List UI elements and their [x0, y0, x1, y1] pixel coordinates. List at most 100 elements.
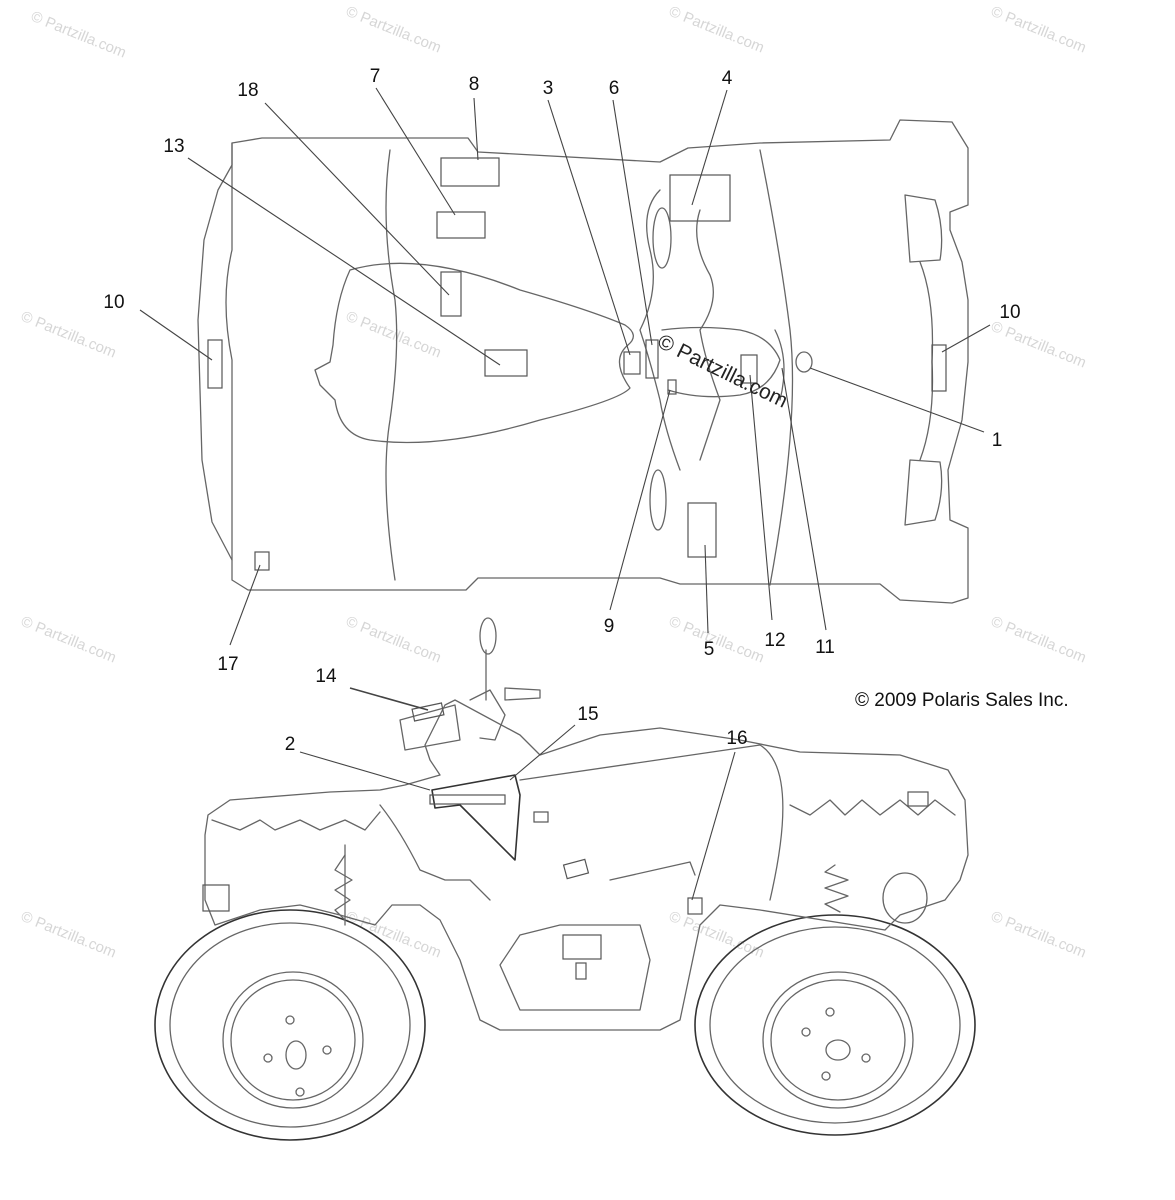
- leader-8: [473, 97, 479, 161]
- rear-fender-edge: [225, 142, 233, 561]
- watermark: © Partzilla.com: [19, 613, 119, 667]
- watermark: © Partzilla.com: [344, 613, 444, 667]
- footwell-decal: [562, 934, 602, 960]
- front-bumper-light: [882, 872, 928, 924]
- callout-3: 3: [543, 78, 554, 99]
- leader-18: [264, 102, 450, 296]
- decal-3: [623, 351, 641, 375]
- leader-12: [749, 374, 773, 621]
- leader-4: [691, 89, 728, 206]
- taillight: [202, 884, 230, 912]
- copyright-notice: © 2009 Polaris Sales Inc.: [855, 690, 1069, 711]
- handlebar-right: [696, 209, 721, 461]
- leader-9: [609, 389, 671, 611]
- side-mirror: [479, 617, 497, 655]
- leader-6: [612, 99, 653, 346]
- decal-18: [440, 271, 462, 317]
- rear-rack: [211, 811, 381, 831]
- callout-7: 7: [370, 66, 381, 87]
- side-vent-lower: [562, 858, 590, 880]
- watermark: © Partzilla.com: [667, 3, 767, 57]
- seat-outline: [314, 262, 634, 444]
- decal-4: [669, 174, 731, 222]
- callout-4: 4: [722, 68, 733, 89]
- front-rack: [789, 799, 956, 816]
- leader-16: [691, 751, 736, 901]
- side-vent-upper: [533, 811, 549, 823]
- watermark: © Partzilla.com: [19, 908, 119, 962]
- decal-12: [740, 354, 758, 384]
- decal-15: [429, 794, 506, 805]
- mirror-right: [649, 469, 667, 531]
- front-console: [774, 329, 785, 401]
- watermark: © Partzilla.com: [989, 613, 1089, 667]
- fuel-tank: [661, 326, 781, 398]
- callout-13: 13: [163, 136, 184, 157]
- side-panel-decal: [431, 774, 521, 861]
- callout-8: 8: [469, 74, 480, 95]
- leader-10-rear: [139, 309, 213, 361]
- front-shock: [824, 864, 849, 913]
- decal-13: [484, 349, 528, 377]
- callout-11: 11: [815, 637, 835, 658]
- watermark: © Partzilla.com: [667, 908, 767, 962]
- leader-15: [509, 724, 576, 781]
- watermark: © Partzilla.com: [667, 613, 767, 667]
- watermark: © Partzilla.com: [989, 318, 1089, 372]
- decal-10-front: [931, 344, 947, 392]
- headlight-pod: [399, 704, 461, 751]
- atv-top-view: [139, 87, 991, 646]
- callout-6: 6: [609, 78, 620, 99]
- handlebar-side: [469, 689, 506, 741]
- leader-13: [187, 157, 501, 366]
- top-body-outline: [197, 119, 969, 604]
- callout-labels: 8 7 18 13 3 6 4 10 10 1 9 5 12 11 17 14 …: [103, 66, 1020, 755]
- fuel-cap: [795, 351, 813, 373]
- callout-15: 15: [577, 704, 598, 725]
- front-rack: [919, 261, 934, 461]
- rear-rack-line: [385, 149, 398, 581]
- callout-16: 16: [726, 728, 747, 749]
- decal-8: [440, 157, 500, 187]
- leader-2: [299, 751, 431, 791]
- front-rack-decal: [907, 791, 929, 807]
- callout-1: 1: [992, 430, 1003, 451]
- front-body-line: [759, 149, 794, 586]
- decal-14: [411, 702, 445, 722]
- watermark: © Partzilla.com: [344, 308, 444, 362]
- callout-17: 17: [217, 654, 238, 675]
- rear-fender: [379, 804, 491, 901]
- decal-9: [667, 379, 677, 395]
- footwell: [499, 924, 651, 1011]
- decal-6: [645, 339, 659, 379]
- watermark: © Partzilla.com: [29, 8, 129, 62]
- callout-2: 2: [285, 734, 296, 755]
- leader-11: [781, 367, 827, 631]
- watermark: © Partzilla.com: [989, 3, 1089, 57]
- seat-edge: [519, 744, 784, 901]
- callout-10-rear: 10: [103, 292, 124, 313]
- watermark: © Partzilla.com: [989, 908, 1089, 962]
- mirror-left: [652, 207, 672, 269]
- leader-3: [547, 99, 631, 356]
- footwell-key: [575, 962, 587, 980]
- handle-grip: [504, 687, 541, 701]
- callout-14: 14: [315, 666, 337, 687]
- decal-5: [687, 502, 717, 558]
- decal-10-rear: [207, 339, 223, 389]
- callout-5: 5: [704, 639, 715, 660]
- leader-7: [375, 87, 456, 216]
- front-vent-bottom: [904, 459, 943, 526]
- leader-10-front: [941, 324, 991, 353]
- front-vent-top: [904, 194, 943, 263]
- callout-18: 18: [237, 80, 258, 101]
- callout-9: 9: [604, 616, 615, 637]
- callout-12: 12: [764, 630, 785, 651]
- callout-10-front: 10: [999, 302, 1020, 323]
- decal-17: [254, 551, 270, 571]
- rear-shock: [334, 854, 353, 921]
- watermark: © Partzilla.com: [344, 908, 444, 962]
- frame-bar: [609, 861, 696, 881]
- leader-14: [349, 687, 429, 711]
